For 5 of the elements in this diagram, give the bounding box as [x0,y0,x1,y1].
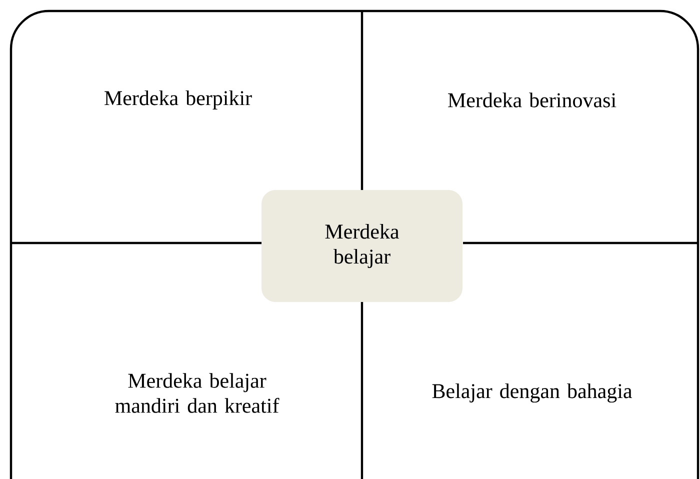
quadrant-label: Belajar dengan bahagia [432,383,632,403]
quadrant-label: Merdeka berinovasi [448,92,616,108]
center-box: Merdeka belajar [262,190,462,302]
quadrant-label: Merdeka berpikir [104,90,252,110]
quadrant-label: Merdeka belajar mandiri dan kreatif [115,373,280,413]
